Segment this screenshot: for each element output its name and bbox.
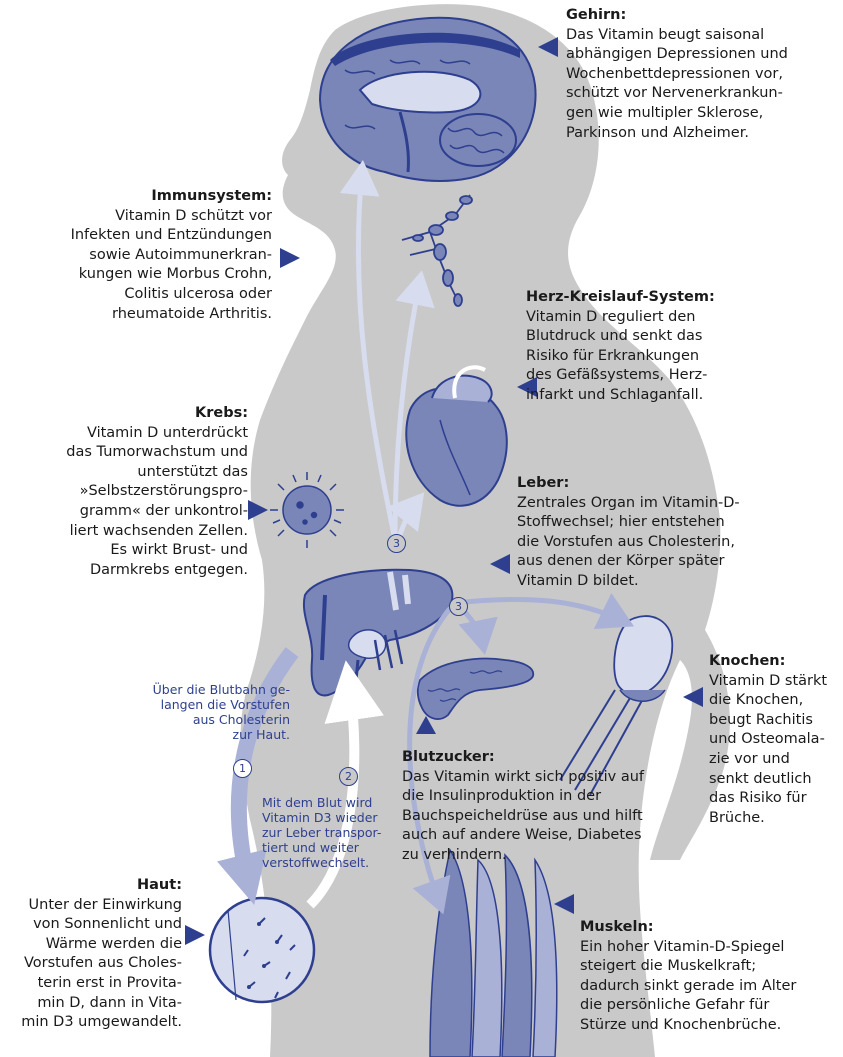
annotation-muskeln: Muskeln: Ein hoher Vitamin-D-Spiegel ste… bbox=[580, 918, 830, 1036]
step1-line: langen die Vorstufen bbox=[120, 697, 290, 712]
annotation-line: zu verhindern. bbox=[402, 846, 692, 866]
annotation-line: min D, dann in Vita- bbox=[2, 994, 182, 1014]
annotation-line: Stürze und Knochenbrüche. bbox=[580, 1016, 830, 1036]
step-number-2: 2 bbox=[339, 767, 358, 786]
annotation-title: Haut: bbox=[2, 876, 182, 896]
annotation-line: Wärme werden die bbox=[2, 935, 182, 955]
annotation-line: Bauchspeicheldrüse aus und hilft bbox=[402, 807, 692, 827]
step2-line: Vitamin D3 wieder bbox=[262, 810, 412, 825]
annotation-blutzucker: Blutzucker: Das Vitamin wirkt sich posit… bbox=[402, 748, 692, 866]
annotation-line: auch auf andere Weise, Diabetes bbox=[402, 826, 692, 846]
pointer-immunsystem bbox=[280, 248, 300, 268]
annotation-line: steigert die Muskelkraft; bbox=[580, 957, 830, 977]
annotation-immunsystem: Immunsystem: Vitamin D schützt vor Infek… bbox=[40, 187, 272, 324]
annotation-line: Es wirkt Brust- und bbox=[40, 541, 248, 561]
annotation-line: terin erst in Provita- bbox=[2, 974, 182, 994]
brain-icon bbox=[320, 18, 536, 181]
annotation-title: Muskeln: bbox=[580, 918, 830, 938]
annotation-line: dadurch sinkt gerade im Alter bbox=[580, 977, 830, 997]
annotation-title: Knochen: bbox=[709, 652, 839, 672]
annotation-line: zie vor und bbox=[709, 750, 839, 770]
step1-line: zur Haut. bbox=[120, 727, 290, 742]
annotation-line: infarkt und Schlaganfall. bbox=[526, 386, 746, 406]
annotation-line: Das Vitamin beugt saisonal bbox=[566, 26, 838, 46]
annotation-line: abhängigen Depressionen und bbox=[566, 45, 838, 65]
annotation-title: Leber: bbox=[517, 474, 767, 494]
step1-note: Über die Blutbahn ge- langen die Vorstuf… bbox=[120, 682, 290, 742]
annotation-gehirn: Gehirn: Das Vitamin beugt saisonal abhän… bbox=[566, 6, 838, 143]
annotation-line: Vorstufen aus Choles- bbox=[2, 954, 182, 974]
annotation-line: gramm« der unkontrol- bbox=[40, 502, 248, 522]
step2-line: tiert und weiter bbox=[262, 840, 412, 855]
annotation-title: Herz-Kreislauf-System: bbox=[526, 288, 746, 308]
annotation-line: schützt vor Nervenerkrankun- bbox=[566, 84, 838, 104]
annotation-line: Risiko für Erkrankungen bbox=[526, 347, 746, 367]
annotation-line: das Risiko für bbox=[709, 789, 839, 809]
annotation-line: Stoffwechsel; hier entstehen bbox=[517, 513, 767, 533]
annotation-knochen: Knochen: Vitamin D stärkt die Knochen, b… bbox=[709, 652, 839, 828]
annotation-krebs: Krebs: Vitamin D unterdrückt das Tumorwa… bbox=[40, 404, 248, 580]
annotation-line: Vitamin D unterdrückt bbox=[40, 424, 248, 444]
annotation-line: Vitamin D bildet. bbox=[517, 572, 767, 592]
annotation-line: die persönliche Gefahr für bbox=[580, 996, 830, 1016]
annotation-title: Krebs: bbox=[40, 404, 248, 424]
annotation-line: aus denen der Körper später bbox=[517, 552, 767, 572]
step2-line: verstoffwechselt. bbox=[262, 855, 412, 870]
annotation-line: Das Vitamin wirkt sich positiv auf bbox=[402, 768, 692, 788]
annotation-line: kungen wie Morbus Crohn, bbox=[40, 265, 272, 285]
annotation-line: Darmkrebs entgegen. bbox=[40, 561, 248, 581]
skin-magnifier-icon bbox=[210, 898, 314, 1002]
annotation-line: des Gefäßsystems, Herz- bbox=[526, 366, 746, 386]
annotation-line: Parkinson und Alzheimer. bbox=[566, 124, 838, 144]
annotation-title: Immunsystem: bbox=[40, 187, 272, 207]
annotation-line: Blutdruck und senkt das bbox=[526, 327, 746, 347]
annotation-title: Gehirn: bbox=[566, 6, 838, 26]
step1-line: Über die Blutbahn ge- bbox=[120, 682, 290, 697]
annotation-title: Blutzucker: bbox=[402, 748, 692, 768]
annotation-line: die Knochen, bbox=[709, 691, 839, 711]
step1-line: aus Cholesterin bbox=[120, 712, 290, 727]
annotation-line: die Insulinproduktion in der bbox=[402, 787, 692, 807]
step-number-1: 1 bbox=[233, 759, 252, 778]
annotation-line: Colitis ulcerosa oder bbox=[40, 285, 272, 305]
annotation-line: sowie Autoimmunerkran- bbox=[40, 246, 272, 266]
step2-note: Mit dem Blut wird Vitamin D3 wieder zur … bbox=[262, 795, 412, 870]
annotation-line: Vitamin D schützt vor bbox=[40, 207, 272, 227]
annotation-line: Ein hoher Vitamin-D-Spiegel bbox=[580, 938, 830, 958]
annotation-line: beugt Rachitis bbox=[709, 711, 839, 731]
annotation-line: Brüche. bbox=[709, 809, 839, 829]
annotation-leber: Leber: Zentrales Organ im Vitamin-D- Sto… bbox=[517, 474, 767, 592]
annotation-line: und Osteomala- bbox=[709, 730, 839, 750]
annotation-line: unterstützt das bbox=[40, 463, 248, 483]
annotation-line: die Vorstufen aus Cholesterin, bbox=[517, 533, 767, 553]
annotation-line: Zentrales Organ im Vitamin-D- bbox=[517, 494, 767, 514]
annotation-line: liert wachsenden Zellen. bbox=[40, 522, 248, 542]
annotation-line: senkt deutlich bbox=[709, 770, 839, 790]
annotation-herz-kreislauf: Herz-Kreislauf-System: Vitamin D regulie… bbox=[526, 288, 746, 406]
annotation-haut: Haut: Unter der Einwirkung von Sonnenlic… bbox=[2, 876, 182, 1033]
step2-line: zur Leber transpor- bbox=[262, 825, 412, 840]
annotation-line: von Sonnenlicht und bbox=[2, 915, 182, 935]
annotation-line: »Selbstzerstörungspro- bbox=[40, 482, 248, 502]
annotation-line: das Tumorwachstum und bbox=[40, 443, 248, 463]
annotation-line: Infekten und Entzündungen bbox=[40, 226, 272, 246]
annotation-line: Vitamin D reguliert den bbox=[526, 308, 746, 328]
pointer-haut bbox=[185, 925, 205, 945]
annotation-line: Wochenbettdepressionen vor, bbox=[566, 65, 838, 85]
step-number-3-lower: 3 bbox=[449, 597, 468, 616]
annotation-line: gen wie multipler Sklerose, bbox=[566, 104, 838, 124]
annotation-line: Unter der Einwirkung bbox=[2, 896, 182, 916]
annotation-line: min D3 umgewandelt. bbox=[2, 1013, 182, 1033]
step2-line: Mit dem Blut wird bbox=[262, 795, 412, 810]
annotation-line: rheumatoide Arthritis. bbox=[40, 305, 272, 325]
annotation-line: Vitamin D stärkt bbox=[709, 672, 839, 692]
step-number-3-upper: 3 bbox=[387, 534, 406, 553]
